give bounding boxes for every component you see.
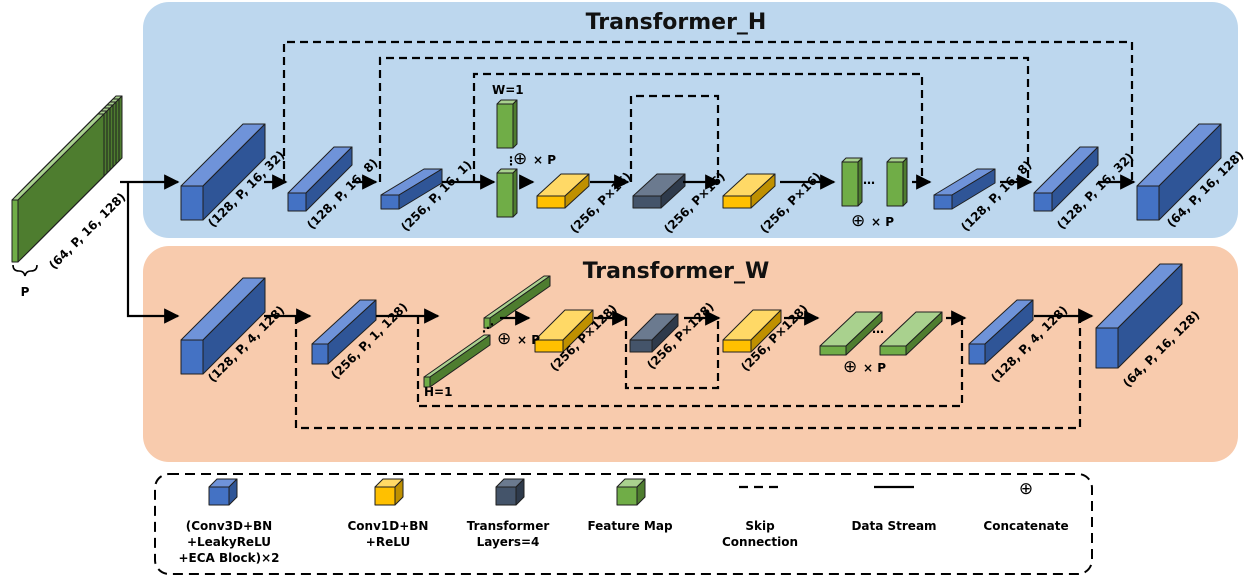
h-width-slice-feature-map	[496, 99, 518, 149]
w-skip-outer	[294, 316, 1082, 430]
oplus-icon: ⊕	[1019, 479, 1033, 499]
h-decoder-block-1	[933, 168, 996, 210]
w-merge-ellipsis: …	[872, 322, 884, 336]
yellow-block-icon	[374, 478, 404, 506]
legend-label: Concatenate	[983, 519, 1068, 533]
green-block-icon	[616, 478, 646, 506]
w-feature-map	[423, 334, 491, 388]
legend-label: (Conv3D+BN +LeakyReLU +ECA Block)×2	[178, 519, 279, 565]
w-output-block	[1095, 263, 1183, 369]
w-h1-label: H=1	[424, 385, 452, 399]
h-encoder-block-2	[287, 146, 353, 212]
w-split-concat-label: × P	[517, 333, 540, 347]
w-merge-feature-map-1	[819, 311, 883, 356]
legend-label-line: Skip	[745, 519, 775, 533]
h-skip-outer	[282, 40, 1134, 182]
h-skip-inner	[472, 72, 924, 182]
input-feature-layer	[11, 113, 105, 263]
h-split-ellipsis: ⋮	[505, 154, 517, 168]
legend-label-line: +ECA Block)×2	[178, 551, 279, 565]
h-encoder-block-1	[180, 123, 266, 221]
w-split-oplus-icon: ⊕	[497, 329, 511, 349]
h-merge-feature-map-2	[886, 157, 908, 207]
w-conv1d-block-2	[722, 309, 782, 353]
legend-box	[154, 473, 1093, 575]
h-encoder-block-3	[380, 168, 443, 210]
h-merge-ellipsis: …	[863, 173, 875, 187]
h-split-concat-label: × P	[533, 153, 556, 167]
h-skip-middle	[378, 56, 1030, 182]
w-skip-transformer	[624, 318, 720, 390]
blue-block-icon	[208, 478, 238, 506]
h-output-block	[1136, 123, 1222, 221]
legend-label-line: (Conv3D+BN	[186, 519, 272, 533]
legend-label-line: Feature Map	[587, 519, 673, 533]
w-decoder-block-1	[968, 299, 1034, 365]
h-merge-concat-label: × P	[871, 215, 894, 229]
legend-label-line: Concatenate	[983, 519, 1068, 533]
w-merge-concat-label: × P	[863, 361, 886, 375]
w-merge-feature-map-2	[879, 311, 943, 356]
input-to-w-arrow	[126, 182, 180, 324]
legend-label-line: Data Stream	[851, 519, 936, 533]
h-transformer-block	[632, 173, 686, 209]
legend-label-line: Conv1D+BN	[348, 519, 429, 533]
w-merge-oplus-icon: ⊕	[843, 357, 857, 377]
h-conv1d-block-1	[536, 173, 590, 209]
h-decoder-block-2	[1033, 146, 1099, 212]
h-merge-oplus-icon: ⊕	[851, 211, 865, 231]
gray-block-icon	[495, 478, 525, 506]
legend-label: Conv1D+BN +ReLU	[348, 519, 429, 549]
w-encoder-block-2	[311, 299, 377, 365]
h-merge-feature-map-1	[841, 157, 863, 207]
w-skip-middle	[416, 316, 964, 408]
h-w1-label: W=1	[492, 83, 524, 97]
transformer-h-title: Transformer_H	[586, 10, 767, 35]
h-feature-map	[496, 168, 518, 218]
legend-label-line: +LeakyReLU	[187, 535, 271, 549]
p-brace	[12, 264, 38, 277]
legend-label: Feature Map	[587, 519, 673, 533]
legend-label-line: Connection	[722, 535, 798, 549]
input-feature-stack	[11, 95, 123, 263]
w-transformer-block	[629, 313, 679, 353]
legend-label-line: Layers=4	[477, 535, 540, 549]
h-split-oplus-icon: ⊕	[513, 149, 527, 169]
w-encoder-block-1	[180, 277, 266, 375]
legend-label: Data Stream	[851, 519, 936, 533]
p-brace-label: P	[21, 285, 30, 299]
transformer-w-panel	[143, 246, 1238, 462]
transformer-w-title: Transformer_W	[583, 259, 770, 284]
legend-label-line: +ReLU	[366, 535, 410, 549]
legend-label-line: Transformer	[467, 519, 550, 533]
w-height-slice-feature-map	[483, 275, 551, 329]
w-conv1d-block-1	[534, 309, 594, 353]
w-split-ellipsis: ⋰	[482, 321, 494, 335]
h-conv1d-block-2	[722, 173, 776, 209]
h-skip-transformer	[629, 94, 720, 182]
